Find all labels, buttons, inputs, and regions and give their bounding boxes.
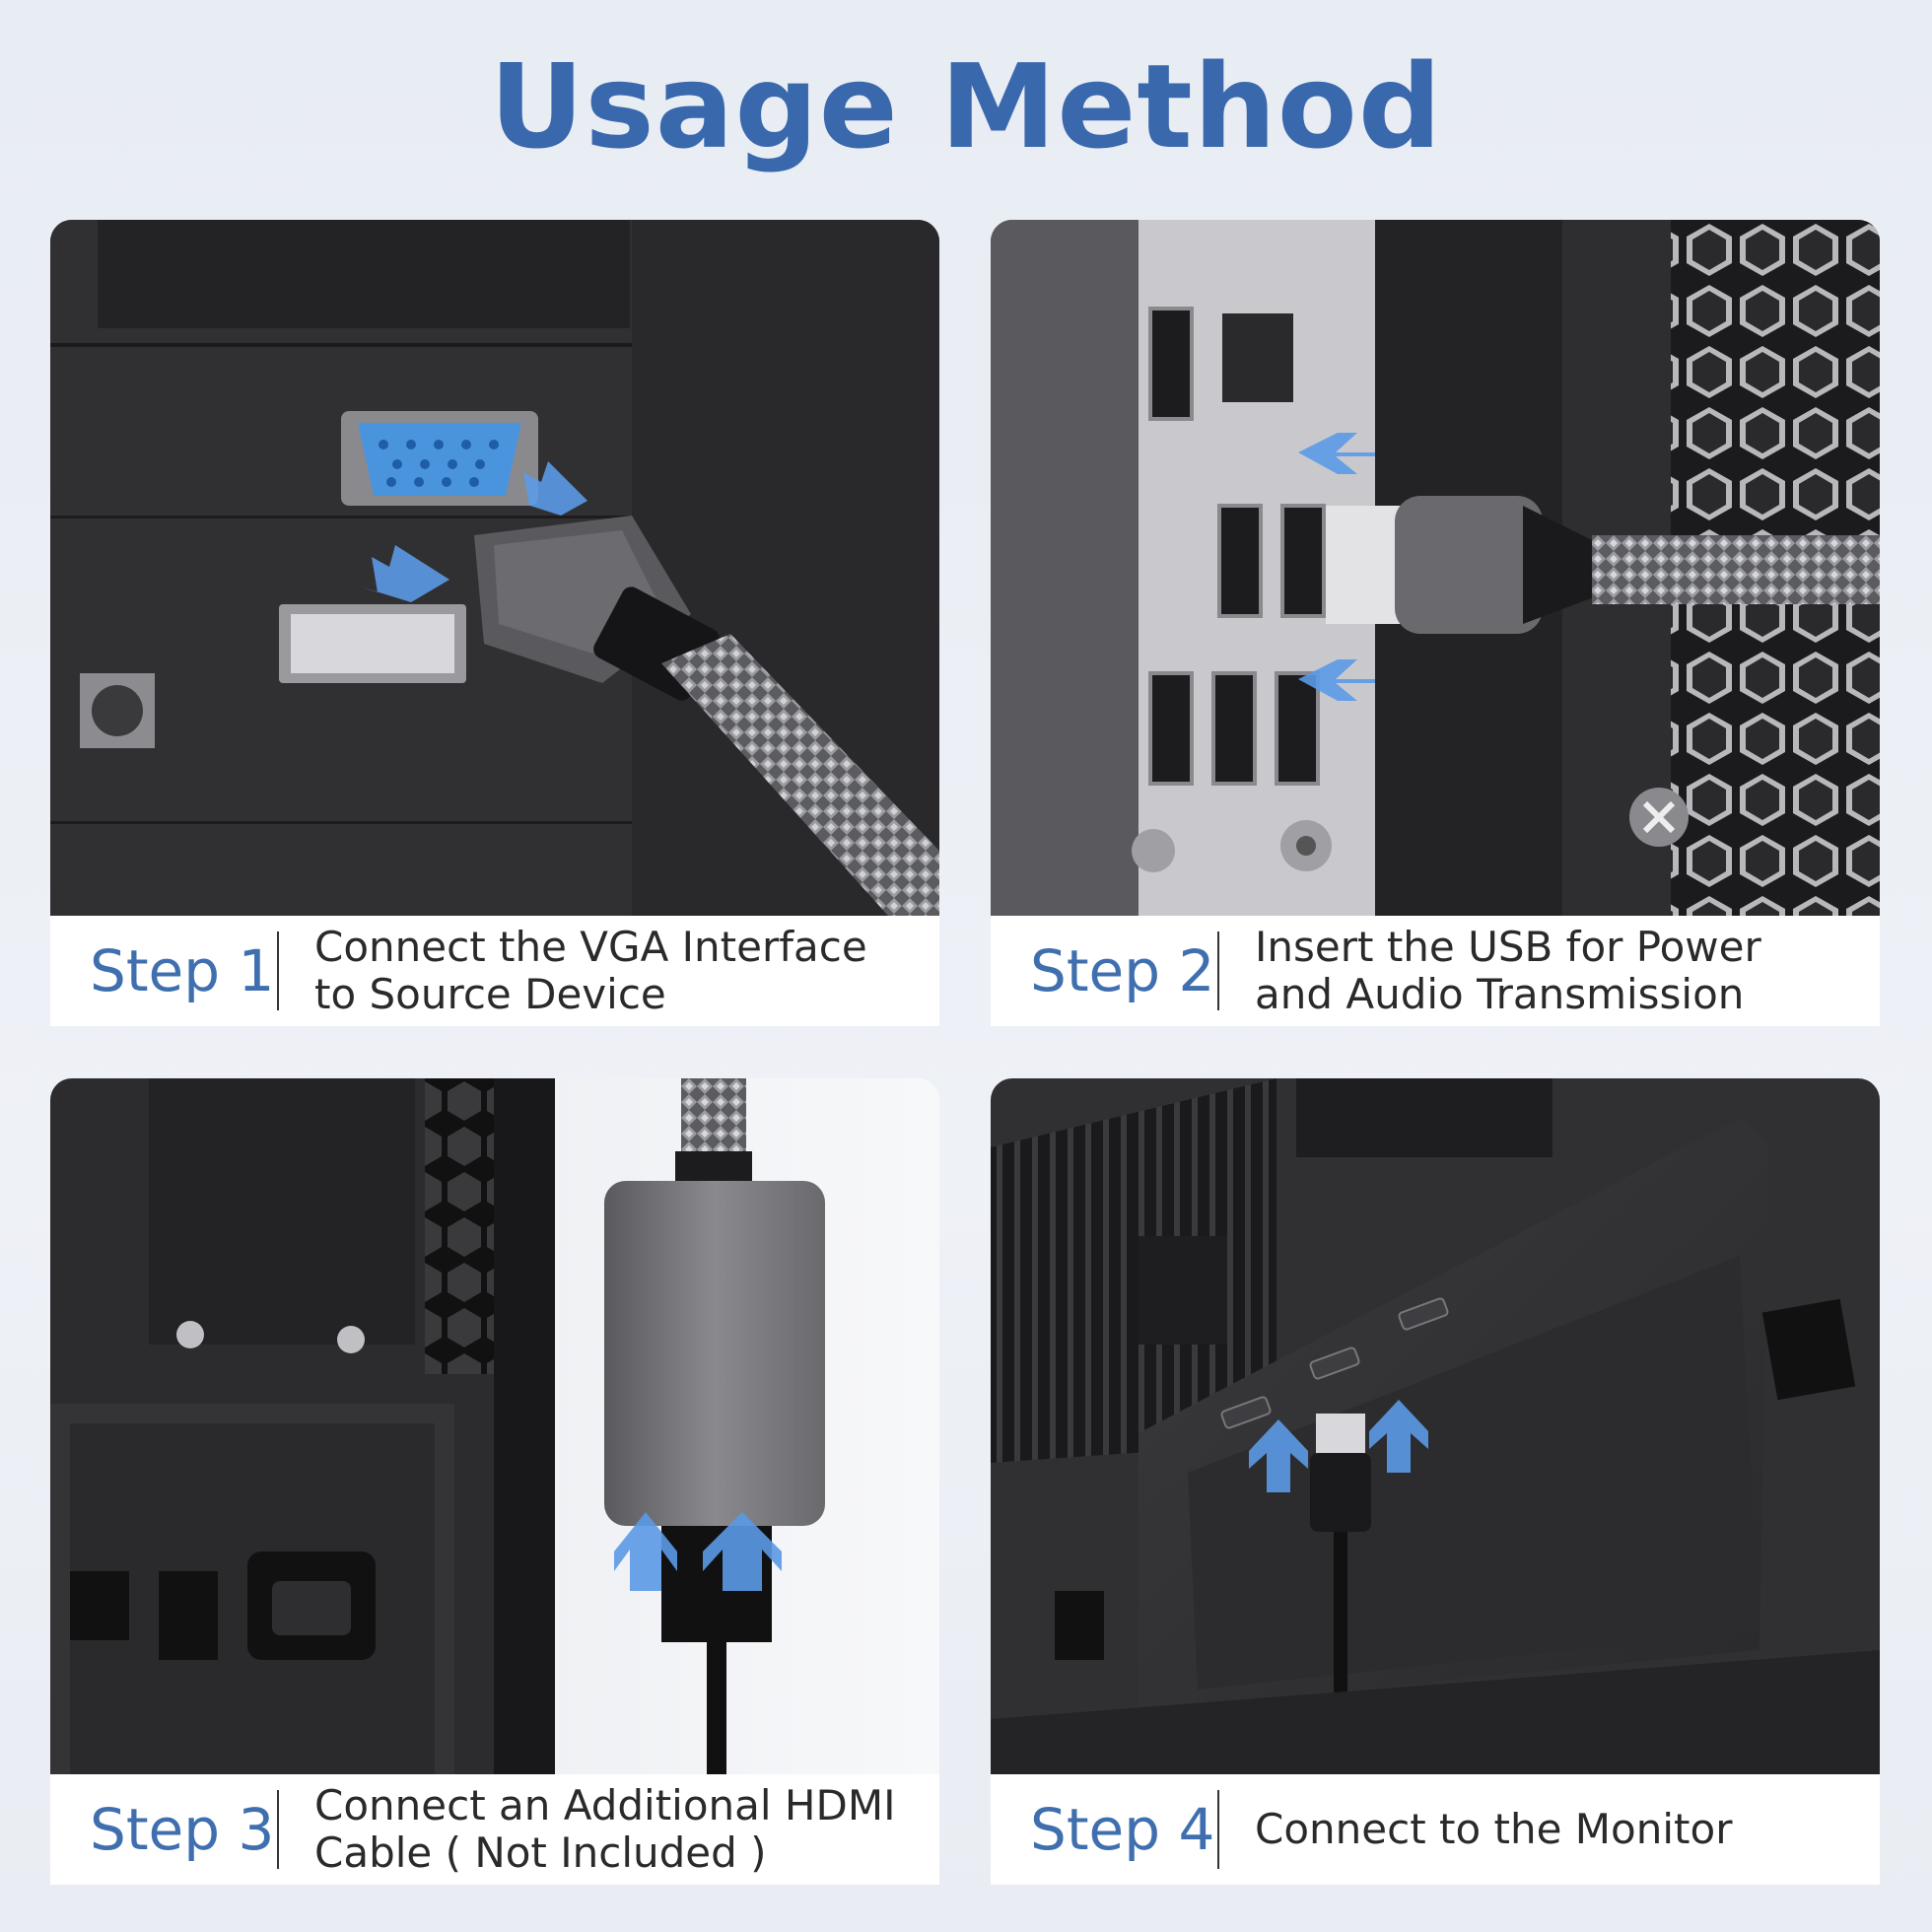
caption-divider: [277, 1790, 279, 1869]
step-1-label: Step 1: [90, 937, 275, 1004]
step-4-card: Step 4 Connect to the Monitor: [991, 1078, 1880, 1885]
step-1-card: Step 1 Connect the VGA Interface to Sour…: [50, 220, 939, 1026]
step-4-caption: Step 4 Connect to the Monitor: [991, 1774, 1880, 1885]
caption-divider: [1217, 1790, 1219, 1869]
step-2-caption: Step 2 Insert the USB for Power and Audi…: [991, 916, 1880, 1026]
step-2-label: Step 2: [1030, 937, 1215, 1004]
caption-divider: [277, 932, 279, 1010]
step-3-photo: [50, 1078, 939, 1774]
vga-port-icon: [358, 423, 521, 496]
step-4-photo: [991, 1078, 1880, 1774]
step-3-label: Step 3: [90, 1796, 275, 1863]
step-1-caption: Step 1 Connect the VGA Interface to Sour…: [50, 916, 939, 1026]
direction-arrow-icon: [1249, 1400, 1428, 1492]
caption-divider: [1217, 932, 1219, 1010]
direction-arrow-icon: [360, 461, 587, 602]
direction-arrow-icon: [614, 1512, 782, 1591]
step-3-caption: Step 3 Connect an Additional HDMI Cable …: [50, 1774, 939, 1885]
step-1-photo: [50, 220, 939, 916]
step-2-description: Insert the USB for Power and Audio Trans…: [1255, 923, 1761, 1018]
step-4-description: Connect to the Monitor: [1255, 1805, 1733, 1853]
step-2-card: Step 2 Insert the USB for Power and Audi…: [991, 220, 1880, 1026]
step-4-label: Step 4: [1030, 1796, 1215, 1863]
step-3-description: Connect an Additional HDMI Cable ( Not I…: [314, 1781, 896, 1877]
page-title: Usage Method: [489, 38, 1443, 174]
direction-arrow-icon: [1298, 433, 1375, 701]
step-3-card: Step 3 Connect an Additional HDMI Cable …: [50, 1078, 939, 1885]
hdmi-adapter-icon: [604, 1181, 825, 1526]
step-2-photo: [991, 220, 1880, 916]
hdmi-plug-icon: [1316, 1414, 1365, 1459]
step-1-description: Connect the VGA Interface to Source Devi…: [314, 923, 867, 1018]
